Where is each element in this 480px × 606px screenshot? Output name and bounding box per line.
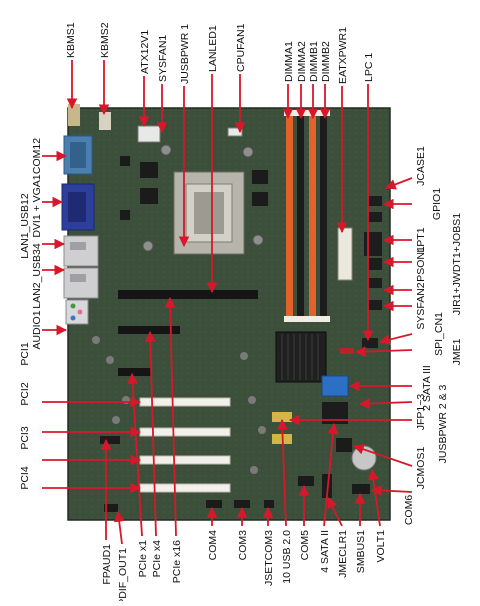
label-jcase1: JCASE1 bbox=[415, 146, 427, 186]
label-lpt1: LPT1 bbox=[415, 227, 427, 252]
label-audio1: AUDIO1 bbox=[31, 310, 43, 349]
label-jsetcom3: JSETCOM3 bbox=[263, 530, 275, 586]
callout-arrows bbox=[42, 60, 413, 545]
label-pson1: PSON1 bbox=[415, 246, 427, 282]
lan2-usb34-connector bbox=[63, 267, 99, 299]
label-pci3: PCI3 bbox=[19, 426, 31, 450]
label-gpio1: GPIO1 bbox=[431, 188, 443, 220]
callout-labels: KBMS1 KBMS2 ATX12V1 SYSFAN1 JUSBPWR 1 LA… bbox=[19, 22, 463, 606]
pci4-slot bbox=[139, 483, 231, 493]
label-usb20: 10 USB 2.0 bbox=[281, 530, 293, 584]
label-atx12v1: ATX12V1 bbox=[139, 30, 151, 74]
label-dimmb2: DIMMB2 bbox=[320, 41, 332, 82]
label-pci2: PCI2 bbox=[19, 382, 31, 406]
dimm-b2-slot bbox=[320, 112, 327, 320]
rear-io bbox=[61, 104, 111, 325]
label-pcie-x16: PCIe x16 bbox=[171, 540, 183, 583]
sata3-ports bbox=[321, 375, 349, 397]
pcie-x1-slot bbox=[118, 368, 152, 376]
label-kbms2: KBMS2 bbox=[99, 22, 111, 58]
pcie-x16-slot bbox=[118, 290, 258, 299]
label-com5: COM5 bbox=[299, 530, 311, 560]
label-jusbpwr23: JUSBPWR 2 & 3 bbox=[437, 384, 449, 463]
kbms1-connector bbox=[68, 104, 80, 126]
label-jmeclr1: JMECLR1 bbox=[337, 530, 349, 578]
label-fpaud1: FPAUD1 bbox=[101, 544, 113, 585]
label-pci4: PCI4 bbox=[19, 466, 31, 490]
dimm-a2-slot bbox=[297, 112, 304, 320]
dimm-a1-slot bbox=[286, 112, 293, 320]
audio-connector bbox=[65, 299, 89, 325]
label-com6: COM6 bbox=[403, 495, 415, 525]
label-dimma2: DIMMA2 bbox=[296, 41, 308, 82]
label-jme1: JME1 bbox=[451, 338, 463, 365]
label-lan2-usb34: LAN2_USB34 bbox=[31, 243, 43, 309]
label-lan1-usb12: LAN1_USB12 bbox=[19, 193, 31, 259]
label-lpc1: LPC 1 bbox=[363, 53, 375, 82]
kbms2-connector bbox=[99, 112, 111, 130]
label-com12: COM12 bbox=[31, 138, 43, 174]
label-spdif-out1: SPDIF_OUT1 bbox=[117, 548, 129, 601]
label-volt1: VOLT1 bbox=[375, 530, 387, 563]
label-dimma1: DIMMA1 bbox=[283, 41, 295, 82]
lan1-usb12-connector bbox=[63, 235, 99, 267]
label-sata3: 2 SATA III bbox=[421, 365, 433, 411]
label-sata2: 4 SATA II bbox=[319, 530, 331, 573]
label-jcmos1: JCMOS1 bbox=[415, 447, 427, 490]
label-spi-cn1: SPI_CN1 bbox=[433, 312, 445, 356]
sata2-ports bbox=[322, 402, 348, 424]
dimm-slots bbox=[284, 110, 330, 322]
label-pci1: PCI1 bbox=[19, 342, 31, 366]
label-sysfan1: SYSFAN1 bbox=[157, 35, 169, 82]
pci1-slot bbox=[139, 397, 231, 407]
label-jir-jwdt-jobs: JIR1+JWDT1+JOBS1 bbox=[451, 213, 463, 315]
chipset-heatsink bbox=[275, 331, 327, 383]
label-com4: COM4 bbox=[207, 530, 219, 560]
label-jfp: JFP1~3 bbox=[415, 394, 427, 431]
label-kbms1: KBMS1 bbox=[65, 22, 77, 58]
label-cpufan1: CPUFAN1 bbox=[235, 23, 247, 72]
atx12v-connector bbox=[137, 125, 161, 143]
sata-ports bbox=[321, 375, 349, 424]
label-eatxpwr1: EATXPWR1 bbox=[337, 27, 349, 84]
pcie-x4-slot bbox=[118, 326, 180, 334]
label-sysfan2: SYSFAN2 bbox=[415, 282, 427, 329]
eatxpwr-connector bbox=[337, 227, 353, 281]
label-dvi1-vga1: DVI1 + VGA1 bbox=[31, 174, 43, 237]
label-lanled1: LANLED1 bbox=[207, 25, 219, 72]
label-dimmb1: DIMMB1 bbox=[308, 41, 320, 82]
expansion-slots bbox=[118, 290, 258, 493]
label-pcie-x1: PCIe x1 bbox=[137, 540, 149, 578]
label-pcie-x4: PCIe x4 bbox=[151, 540, 163, 578]
label-com3: COM3 bbox=[237, 530, 249, 560]
label-jusbpwr1: JUSBPWR 1 bbox=[179, 24, 191, 84]
dimm-b1-slot bbox=[309, 112, 316, 320]
label-smbus1: SMBUS1 bbox=[355, 530, 367, 573]
